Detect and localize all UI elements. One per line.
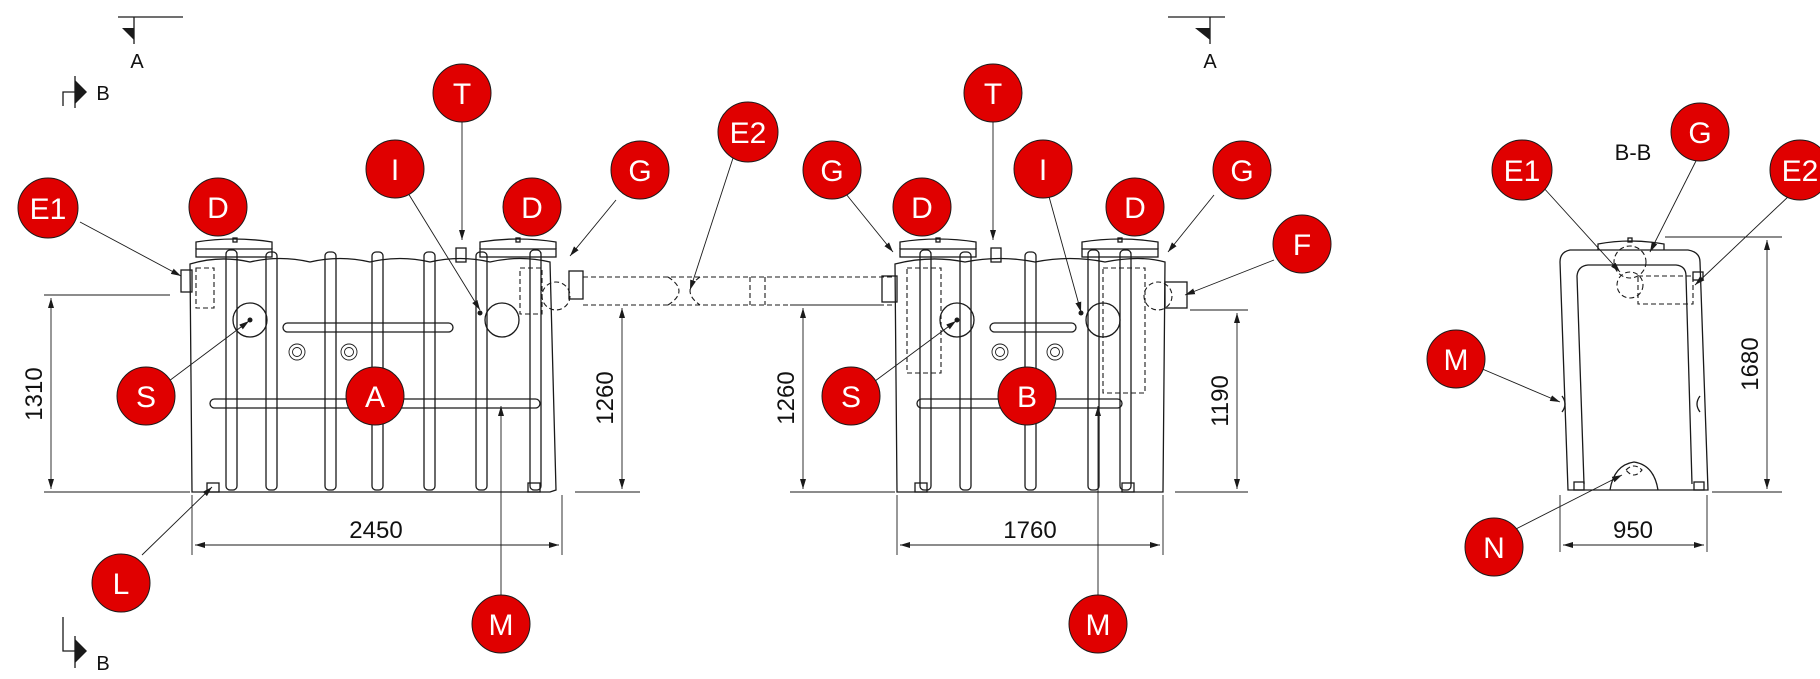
dimension-1680: 1680 bbox=[1737, 337, 1764, 390]
dimension-1190: 1190 bbox=[1207, 375, 1234, 427]
section-label-b: B bbox=[96, 653, 109, 675]
callout-d-tank-b-left: D bbox=[892, 177, 952, 237]
callout-label: T bbox=[453, 78, 471, 111]
callout-b-tank-b: B bbox=[997, 366, 1057, 426]
callout-g-tank-b-left: G bbox=[802, 140, 862, 200]
dimension-950: 950 bbox=[1613, 517, 1653, 544]
callout-label: M bbox=[489, 609, 514, 642]
callout-g-side-view: G bbox=[1670, 102, 1730, 162]
dimension-2450: 2450 bbox=[349, 517, 402, 544]
callout-i-tank-a: I bbox=[365, 139, 425, 199]
callout-e1-tank-a: E1 bbox=[17, 177, 79, 239]
section-mark-a-right: A bbox=[1168, 16, 1225, 73]
callout-label: B bbox=[1017, 381, 1037, 414]
callout-label: N bbox=[1483, 532, 1505, 565]
dimension-1260-a: 1260 bbox=[592, 371, 619, 424]
side-view-b-b bbox=[1559, 237, 1709, 491]
leader-lines bbox=[79, 116, 1791, 601]
callout-label: A bbox=[365, 381, 385, 414]
dimension-lines bbox=[44, 236, 1782, 555]
callout-d-tank-b-right: D bbox=[1105, 177, 1165, 237]
section-label-a: A bbox=[130, 51, 144, 73]
section-label-a: A bbox=[1203, 51, 1217, 73]
callout-label: F bbox=[1293, 229, 1311, 262]
callout-label: I bbox=[1039, 154, 1047, 187]
callout-s-tank-b: S bbox=[821, 366, 881, 426]
callout-label: G bbox=[820, 155, 843, 188]
callout-t-tank-b: T bbox=[963, 63, 1023, 123]
callout-label: E2 bbox=[730, 117, 767, 150]
connecting-pipe bbox=[583, 276, 900, 306]
view-title-b-b: B-B bbox=[1615, 140, 1652, 165]
callout-label: L bbox=[113, 568, 130, 601]
callout-e1-side-view: E1 bbox=[1491, 139, 1553, 201]
dimension-1260-b: 1260 bbox=[773, 371, 800, 424]
callout-label: E1 bbox=[1504, 155, 1541, 188]
callout-label: D bbox=[521, 192, 543, 225]
section-mark-a-left: A bbox=[118, 16, 183, 73]
callout-m-tank-a: M bbox=[471, 594, 531, 654]
callout-label: I bbox=[391, 154, 399, 187]
callout-label: E2 bbox=[1782, 155, 1819, 188]
callout-n-side-view: N bbox=[1464, 517, 1524, 577]
callout-l-tank-a: L bbox=[91, 553, 151, 613]
section-mark-b-bottom: B bbox=[62, 617, 110, 675]
callout-g-tank-a: G bbox=[610, 140, 670, 200]
callout-m-side-view: M bbox=[1426, 329, 1486, 389]
callout-label: G bbox=[1230, 155, 1253, 188]
callout-d-tank-a-right: D bbox=[502, 177, 562, 237]
dimension-1310: 1310 bbox=[21, 367, 48, 420]
callout-label: D bbox=[207, 192, 229, 225]
callout-d-tank-a-left: D bbox=[188, 177, 248, 237]
callout-s-tank-a: S bbox=[116, 366, 176, 426]
callout-label: E1 bbox=[30, 193, 67, 226]
dimension-1760: 1760 bbox=[1003, 517, 1056, 544]
section-label-b: B bbox=[96, 83, 109, 105]
section-mark-b-top: B bbox=[62, 76, 110, 108]
callout-label: S bbox=[841, 381, 861, 414]
callout-e2-side-view: E2 bbox=[1769, 139, 1820, 201]
callout-i-tank-b: I bbox=[1013, 139, 1073, 199]
tank-a bbox=[180, 237, 584, 493]
callout-e2-pipe: E2 bbox=[717, 101, 779, 163]
callout-m-tank-b: M bbox=[1068, 594, 1128, 654]
callout-label: D bbox=[1124, 192, 1146, 225]
callout-g-tank-b-right: G bbox=[1212, 140, 1272, 200]
callout-a-tank-a: A bbox=[345, 366, 405, 426]
callout-f-tank-b: F bbox=[1272, 214, 1332, 274]
callout-label: M bbox=[1086, 609, 1111, 642]
callout-label: G bbox=[628, 155, 651, 188]
callout-t-tank-a: T bbox=[432, 63, 492, 123]
callout-label: S bbox=[136, 381, 156, 414]
callout-label: T bbox=[984, 78, 1002, 111]
tank-b bbox=[881, 237, 1188, 493]
callout-label: G bbox=[1688, 117, 1711, 150]
callout-label: M bbox=[1444, 344, 1469, 377]
callout-label: D bbox=[911, 192, 933, 225]
